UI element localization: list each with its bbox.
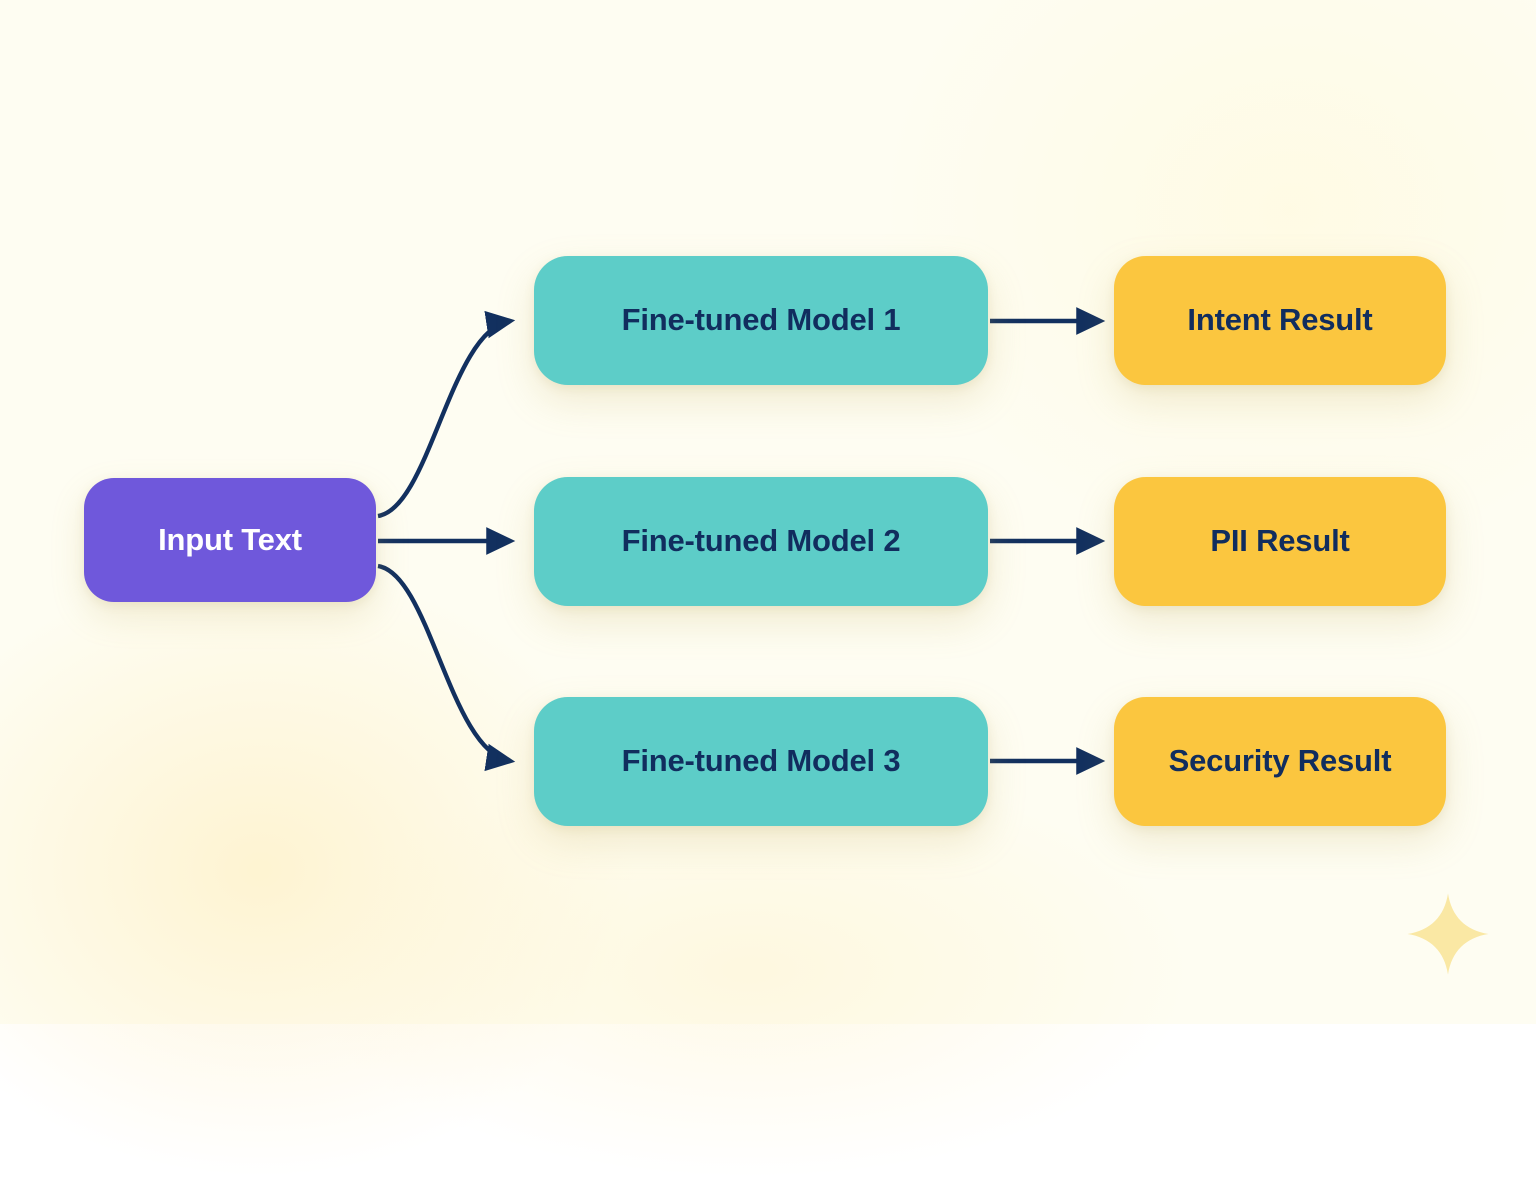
- node-pii-result-label: PII Result: [1210, 523, 1350, 559]
- node-fine-tuned-model-2-label: Fine-tuned Model 2: [621, 523, 901, 559]
- node-fine-tuned-model-1[interactable]: Fine-tuned Model 1: [534, 256, 988, 385]
- node-input-text[interactable]: Input Text: [84, 478, 376, 602]
- node-fine-tuned-model-3-label: Fine-tuned Model 3: [621, 743, 901, 779]
- node-input-text-label: Input Text: [158, 521, 302, 557]
- node-intent-result[interactable]: Intent Result: [1114, 256, 1446, 385]
- edge-input-to-model-1: [377, 310, 516, 519]
- node-security-result-label: Security Result: [1168, 743, 1392, 779]
- node-fine-tuned-model-3[interactable]: Fine-tuned Model 3: [534, 697, 988, 826]
- edge-input-to-model-3: [377, 563, 516, 772]
- sparkle-icon: [1407, 893, 1489, 975]
- sparkle-icon-shape: [1407, 893, 1489, 975]
- connector-layer: [377, 307, 1106, 775]
- node-fine-tuned-model-1-label: Fine-tuned Model 1: [621, 302, 901, 338]
- node-security-result[interactable]: Security Result: [1114, 697, 1446, 826]
- node-pii-result[interactable]: PII Result: [1114, 477, 1446, 606]
- node-intent-result-label: Intent Result: [1187, 302, 1373, 338]
- node-fine-tuned-model-2[interactable]: Fine-tuned Model 2: [534, 477, 988, 606]
